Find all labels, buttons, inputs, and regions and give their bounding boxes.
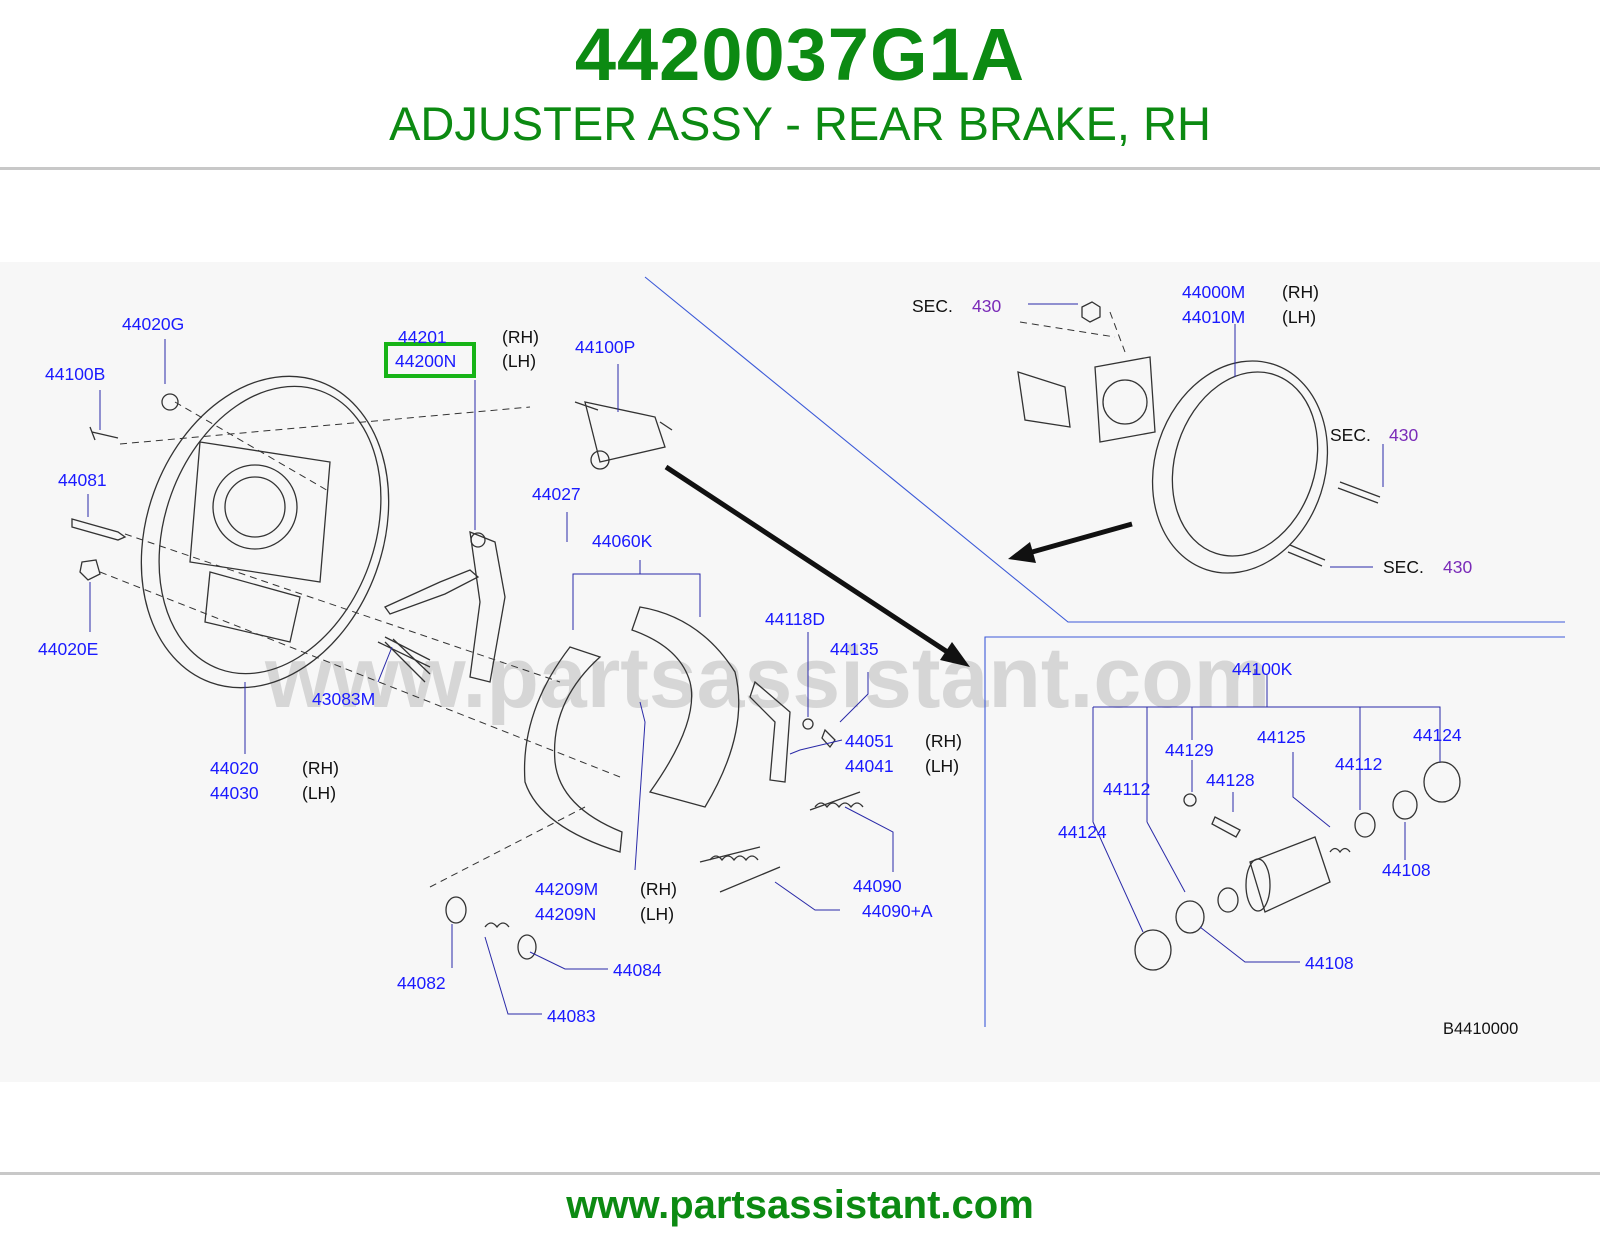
label-44041[interactable]: 44041 [845,756,894,776]
parts-diagram: www.partsassistant.com [0,262,1600,1082]
label-44100B[interactable]: 44100B [45,364,105,384]
label-44124-left[interactable]: 44124 [1058,822,1107,842]
label-44010M[interactable]: 44010M [1182,307,1245,327]
leader-lines [87,303,1441,1015]
assembly-dash-lines [99,311,1126,888]
side-lh-44010M: (LH) [1282,307,1316,327]
label-44027[interactable]: 44027 [532,484,581,504]
label-44125[interactable]: 44125 [1257,727,1306,747]
wheel-cylinder-drawing [574,401,673,470]
label-44020E[interactable]: 44020E [38,639,98,659]
label-44124-top[interactable]: 44124 [1413,725,1462,745]
label-44000M[interactable]: 44000M [1182,282,1245,302]
direction-arrow-icon [664,464,970,667]
label-44060K[interactable]: 44060K [592,531,653,551]
highlight-box [384,342,476,378]
bottom-divider [0,1172,1600,1175]
sec-ref-1[interactable]: 430 [972,296,1001,316]
label-44030[interactable]: 44030 [210,783,259,803]
brake-shoes-drawing [384,606,864,960]
part-name-subtitle: ADJUSTER ASSY - REAR BRAKE, RH [389,97,1211,150]
label-44209N[interactable]: 44209N [535,904,596,924]
sec-ref-3[interactable]: 430 [1443,557,1472,577]
footer-url-link[interactable]: www.partsassistant.com [566,1183,1034,1227]
label-44090[interactable]: 44090 [853,876,902,896]
part-number-title: 4420037G1A [574,13,1026,96]
top-divider [0,167,1600,170]
label-44200N[interactable]: 44200N [395,351,456,371]
sec-label-2: SEC. [1330,425,1371,445]
label-44090A[interactable]: 44090+A [862,901,933,921]
side-rh-44020: (RH) [302,758,339,778]
side-rh-44201: (RH) [502,327,539,347]
side-rh-44000M: (RH) [1282,282,1319,302]
sec-label-1: SEC. [912,296,953,316]
label-44135[interactable]: 44135 [830,639,879,659]
label-44108-right[interactable]: 44108 [1382,860,1431,880]
label-44020G[interactable]: 44020G [122,314,184,334]
side-rh-44209M: (RH) [640,879,677,899]
label-44129[interactable]: 44129 [1165,740,1214,760]
label-44082[interactable]: 44082 [397,973,446,993]
inset-wheel-cylinder-drawing [1134,761,1461,971]
label-44051[interactable]: 44051 [845,731,894,751]
diagram-reference-code: B4410000 [1443,1020,1518,1038]
label-44118D[interactable]: 44118D [765,609,825,629]
label-43083M[interactable]: 43083M [312,689,375,709]
side-rh-44051: (RH) [925,731,962,751]
label-44128[interactable]: 44128 [1206,770,1255,790]
label-44084[interactable]: 44084 [613,960,662,980]
label-44100P[interactable]: 44100P [575,337,635,357]
brake-assembly-drawing [1017,301,1381,574]
label-44100K[interactable]: 44100K [1232,659,1293,679]
label-44209M[interactable]: 44209M [535,879,598,899]
sec-label-3: SEC. [1383,557,1424,577]
label-44083[interactable]: 44083 [547,1006,596,1026]
label-44112-left[interactable]: 44112 [1103,779,1150,799]
side-lh-44041: (LH) [925,756,959,776]
part-labels: 44020G 44100B 44081 44020E 44201 (RH) 44… [38,282,1518,1038]
backing-plate-drawing [71,375,390,689]
side-lh-44030: (LH) [302,783,336,803]
label-44201[interactable]: 44201 [398,327,447,347]
sec-ref-2[interactable]: 430 [1389,425,1418,445]
inset-frame [644,276,1565,1027]
watermark-text: www.partsassistant.com [264,630,1270,726]
side-lh-44209N: (LH) [640,904,674,924]
label-44108-bottom[interactable]: 44108 [1305,953,1354,973]
label-44081[interactable]: 44081 [58,470,107,490]
label-44020[interactable]: 44020 [210,758,259,778]
page-header: 4420037G1A ADJUSTER ASSY - REAR BRAKE, R… [0,0,1600,170]
direction-arrow-icon-2 [1008,521,1133,563]
side-lh-44200N: (LH) [502,351,536,371]
adjuster-drawing [377,530,506,683]
label-44112-right[interactable]: 44112 [1335,754,1382,774]
diagram-canvas: www.partsassistant.com [38,276,1565,1038]
